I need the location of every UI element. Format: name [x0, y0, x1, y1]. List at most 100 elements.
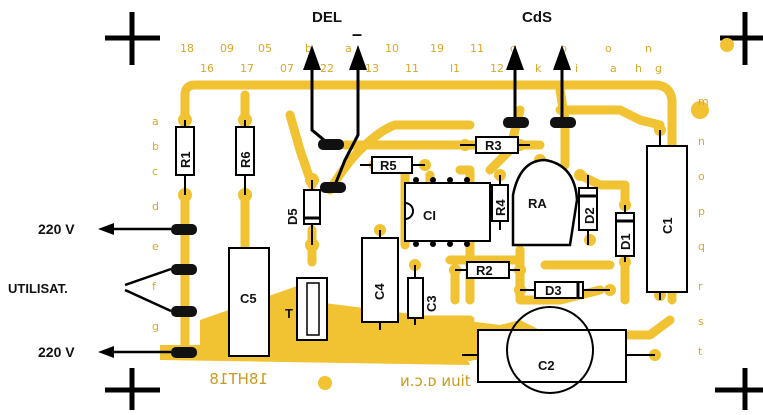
ic-ci: CI	[404, 177, 491, 247]
pin-letter: s	[698, 315, 704, 328]
capacitor-c4: C4	[361, 230, 399, 330]
label-r5: R5	[380, 158, 397, 173]
pin-letter: a	[152, 115, 159, 128]
mains-arrow-icon	[98, 346, 114, 358]
capacitor-c3: C3	[407, 265, 439, 325]
pin-num: p	[560, 42, 567, 55]
capacitor-c5: C5	[228, 247, 270, 357]
label-c5: C5	[240, 291, 257, 306]
pin-num: 16	[200, 62, 214, 75]
pin-num: i	[575, 62, 578, 75]
pin-num: l1	[450, 62, 460, 75]
registration-marks	[105, 12, 763, 410]
diode-d1: D1	[615, 205, 635, 262]
board-mirrored-text: ᴎ.ᴐ.ᴅ ᴎuit	[400, 372, 471, 390]
pin-num: 07	[280, 62, 294, 75]
label-c2: C2	[538, 358, 555, 373]
triac-t: T	[285, 277, 328, 341]
cds-pad	[503, 117, 529, 128]
pin-letter: q	[698, 240, 705, 253]
mains-arrow-icon	[98, 223, 114, 235]
label-ra: RA	[528, 196, 547, 211]
pin-letter: d	[152, 200, 159, 213]
label-r4: R4	[493, 199, 508, 216]
label-c1: C1	[660, 217, 675, 234]
pin-letter: e	[152, 240, 159, 253]
label-d1: D1	[618, 233, 633, 250]
pin-letters-left: a b c d e f g	[152, 115, 159, 333]
pin-num: 19	[430, 42, 444, 55]
pin-numbers-top: 18 09 05 b a 10 19 11 q p o n	[180, 42, 652, 55]
capacitor-c2: C2	[462, 306, 655, 394]
del-pad	[318, 139, 344, 150]
label-d2: D2	[582, 207, 597, 224]
pin-num: 11	[470, 42, 484, 55]
pin-num: 11	[405, 62, 419, 75]
label-r2: R2	[476, 263, 493, 278]
resistor-r6: R6	[235, 120, 255, 195]
pin-letter: g	[152, 320, 159, 333]
pin-num: 22	[320, 62, 334, 75]
pin-num: g	[655, 62, 662, 75]
mains-pad	[171, 347, 197, 358]
pin-letter: r	[698, 280, 703, 293]
connector-220v-bottom: 220 V	[38, 344, 75, 360]
diode-d3: D3	[520, 281, 610, 299]
resistor-r1: R1	[175, 120, 195, 195]
load-pad	[171, 264, 197, 275]
pin-num: k	[535, 62, 542, 75]
pin-letter: n	[698, 135, 705, 148]
ground-plane-lower	[160, 345, 470, 365]
pin-num: n	[645, 42, 652, 55]
label-t: T	[285, 306, 293, 321]
pin-num: o	[605, 42, 612, 55]
pin-num: b	[305, 42, 312, 55]
label-r3: R3	[485, 138, 502, 153]
diode-d5: D5	[285, 180, 321, 245]
pin-letter: o	[698, 170, 705, 183]
cds-arrow-icon	[553, 45, 571, 70]
mains-pad	[171, 224, 197, 235]
del-pad	[320, 182, 346, 193]
pin-letter: c	[152, 165, 158, 178]
pin-num: a	[345, 42, 352, 55]
pin-num: h	[635, 62, 642, 75]
pin-letter: t	[698, 345, 703, 358]
cds-leads	[513, 70, 564, 118]
pin-num: 05	[258, 42, 272, 55]
pin-letters-right: m n o p q r s t	[698, 95, 709, 358]
resistor-r5: R5	[360, 156, 425, 174]
pin-letter: p	[698, 205, 705, 218]
wire-pads	[171, 117, 576, 358]
label-d3: D3	[545, 283, 562, 298]
pin-num: 09	[220, 42, 234, 55]
diode-d2: D2	[578, 175, 598, 245]
pin-num: 13	[365, 62, 379, 75]
cds-pad	[550, 117, 576, 128]
pin-num: 10	[385, 42, 399, 55]
del-plus-arrow-icon	[303, 45, 321, 70]
load-pad	[171, 306, 197, 317]
arrow-icons	[303, 45, 571, 70]
label-c3: C3	[424, 295, 439, 312]
label-r6: R6	[238, 151, 253, 168]
connector-220v-top: 220 V	[38, 221, 75, 237]
pin-letter: m	[698, 95, 709, 108]
connector-arrows	[98, 223, 172, 358]
capacitor-c1: C1	[646, 130, 688, 300]
del-label: DEL	[312, 9, 342, 26]
label-r1: R1	[178, 151, 193, 168]
trimmer-ra: RA	[511, 158, 579, 247]
label-ci: CI	[423, 208, 436, 223]
connector-utilisat: UTILISAT.	[8, 281, 68, 296]
board-mirrored-text: 18HT18	[209, 370, 268, 388]
label-c4: C4	[372, 283, 387, 300]
pin-letter: b	[152, 140, 159, 153]
cds-label: CdS	[522, 9, 552, 26]
resistor-r4: R4	[491, 175, 509, 230]
pin-num: q	[510, 42, 517, 55]
del-minus-arrow-icon	[349, 45, 367, 70]
pin-num: 17	[240, 62, 254, 75]
